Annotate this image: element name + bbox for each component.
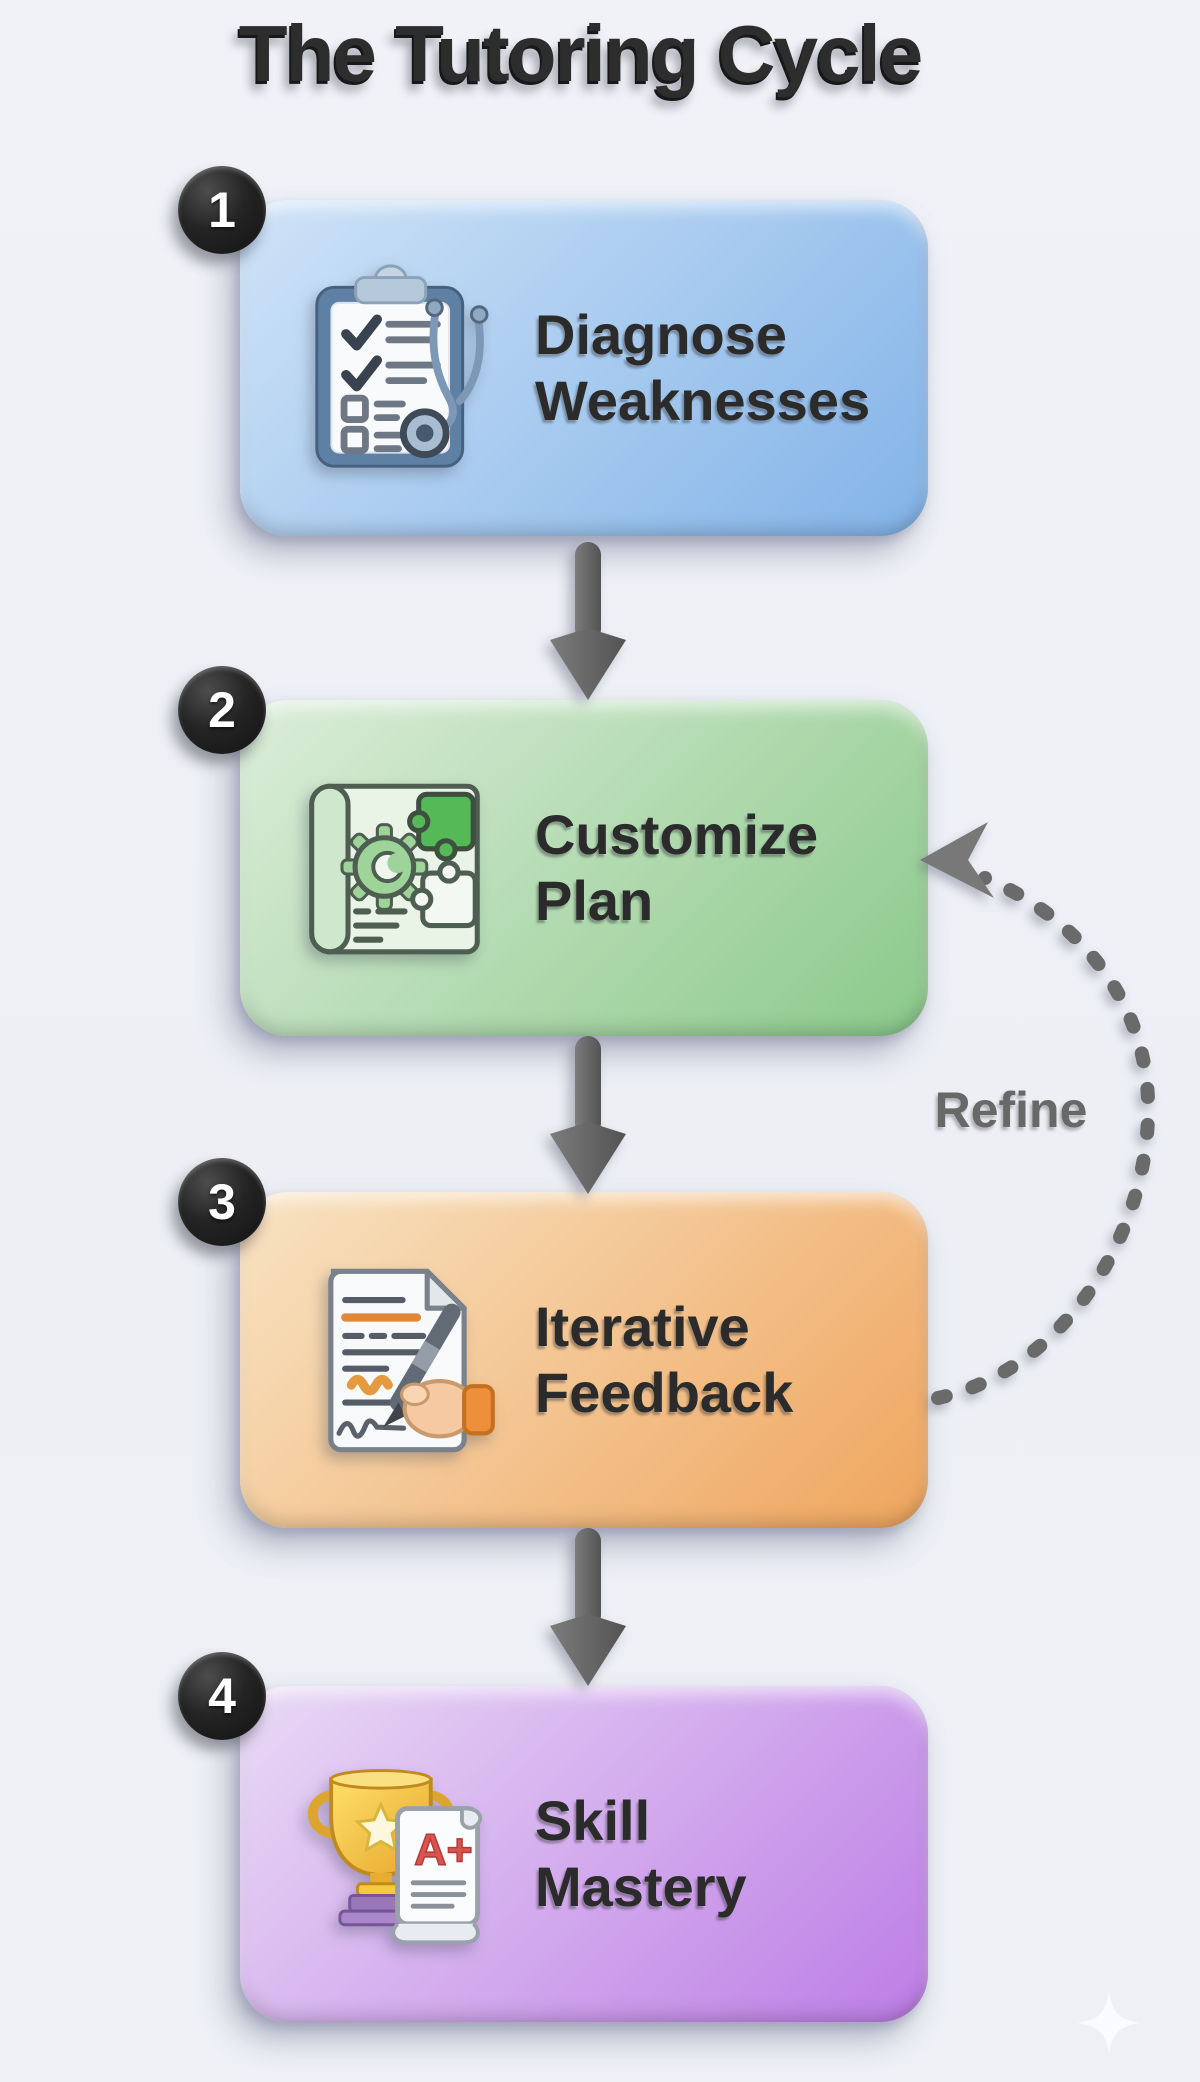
step-label-line: Plan xyxy=(535,869,654,932)
step-box-customize-plan: 2 xyxy=(178,666,928,1036)
step-number: 2 xyxy=(208,682,236,738)
step-label-line: Iterative xyxy=(535,1295,750,1359)
step-label-line: Feedback xyxy=(535,1361,794,1424)
step-label-line: Customize xyxy=(535,803,819,867)
step-label-line: Skill xyxy=(535,1789,651,1853)
document-pen-hand-icon xyxy=(296,1254,501,1466)
blueprint-gear-puzzle-icon xyxy=(296,762,501,974)
trophy-certificate-icon: A+ xyxy=(296,1748,501,1960)
sparkle-icon xyxy=(1077,1991,1141,2055)
step-2-number-badge: 2 xyxy=(178,666,266,754)
step-3-number-badge: 3 xyxy=(178,1158,266,1246)
page-title: The Tutoring Cycle xyxy=(238,9,924,98)
down-arrow-connector-1 xyxy=(550,542,626,700)
step-4-number-badge: 4 xyxy=(178,1652,266,1740)
step-box-diagnose-weaknesses: 1 xyxy=(178,166,928,536)
refine-loop-arrow xyxy=(920,822,1156,1405)
step-4-label: Skill Mastery xyxy=(535,1788,747,1919)
step-1-label: Diagnose Weaknesses xyxy=(535,302,870,433)
step-label-line: Diagnose xyxy=(535,303,788,367)
down-arrow-connector-2 xyxy=(550,1036,626,1194)
step-number: 3 xyxy=(208,1174,236,1230)
step-box-skill-mastery: 4 A+ xyxy=(178,1652,928,2022)
step-label-line: Mastery xyxy=(535,1855,747,1918)
step-2-label: Customize Plan xyxy=(535,802,818,933)
step-number: 4 xyxy=(208,1668,236,1724)
refine-label: Refine xyxy=(934,1082,1088,1138)
step-label-line: Weaknesses xyxy=(535,369,871,432)
step-1-number-badge: 1 xyxy=(178,166,266,254)
step-3-label: Iterative Feedback xyxy=(535,1294,793,1425)
down-arrow-connector-3 xyxy=(550,1528,626,1686)
step-number: 1 xyxy=(208,182,236,238)
svg-text:A+: A+ xyxy=(414,1824,473,1875)
step-box-iterative-feedback: 3 xyxy=(178,1158,928,1528)
clipboard-stethoscope-icon xyxy=(296,262,501,474)
